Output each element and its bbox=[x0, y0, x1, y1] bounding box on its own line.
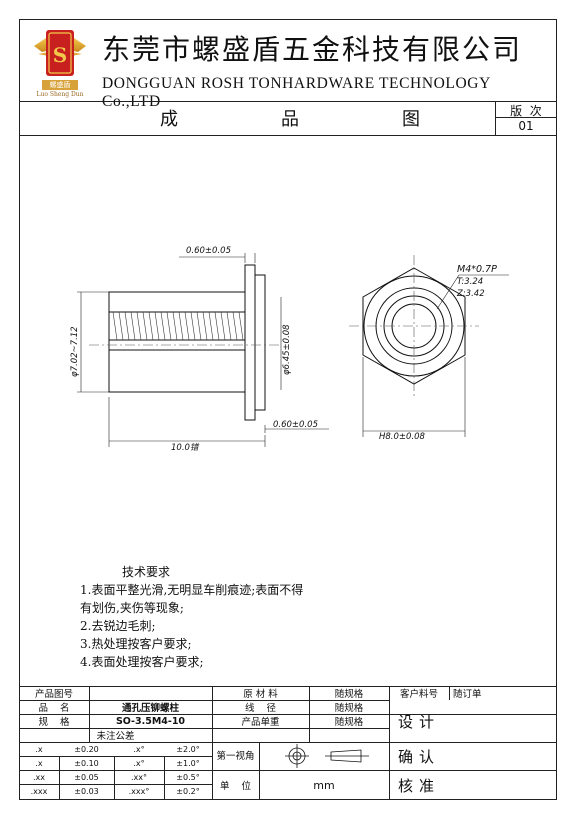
tol-angle-value: ±1.0° bbox=[176, 758, 200, 768]
title-divider bbox=[19, 135, 557, 136]
dim-outer-diameter: φ7.02~7.12 bbox=[70, 326, 80, 377]
dim-hex-width: H8.0±0.08 bbox=[379, 432, 426, 442]
thread-line bbox=[112, 311, 118, 341]
thread-line bbox=[232, 311, 238, 341]
thread-line bbox=[130, 311, 136, 341]
customer-no-value: 随订单 bbox=[453, 689, 482, 700]
technical-notes: 技术要求 1.表面平整光滑,无明显车削痕迹;表面不得 有划伤,夹伤等现象; 2.… bbox=[80, 563, 380, 671]
note-line: 4.表面处理按客户要求; bbox=[80, 655, 204, 669]
tol-angle-value: ±2.0° bbox=[176, 744, 200, 754]
thread-line bbox=[172, 311, 178, 341]
dim-inner-diameter: φ6.45±0.08 bbox=[282, 324, 292, 375]
wire-label: 线 径 bbox=[244, 703, 277, 714]
thread-line bbox=[148, 311, 154, 341]
name-value: 通孔压铆螺柱 bbox=[121, 703, 179, 714]
title-block: 产品图号 品 名 通孔压铆螺柱 规 格 SO-3.5M4-10 未注公差 原 材… bbox=[19, 686, 557, 800]
tol-value: ±0.05 bbox=[74, 772, 99, 782]
unit-label: 单 位 bbox=[219, 781, 252, 792]
material-label: 原 材 料 bbox=[243, 689, 278, 700]
first-angle-projection-icon bbox=[285, 744, 369, 768]
spec-value: SO-3.5M4-10 bbox=[115, 715, 186, 727]
thread-line bbox=[220, 311, 226, 341]
name-label: 品 名 bbox=[38, 703, 70, 714]
technical-drawing: 0.60±0.05 φ7.02~7.12 φ6.45±0.08 0.60±0.0… bbox=[70, 246, 509, 453]
company-name-cn: 东莞市螺盛盾五金科技有限公司 bbox=[102, 33, 523, 66]
thread-z: Z:3.42 bbox=[456, 289, 485, 299]
tol-value: ±0.20 bbox=[74, 744, 99, 754]
thread-line bbox=[238, 311, 244, 341]
unit-value: mm bbox=[313, 778, 335, 792]
logo-brand-text: 螺盛盾 bbox=[42, 80, 78, 90]
sheet-title-char: 成 bbox=[160, 109, 178, 130]
thread-line bbox=[178, 311, 184, 341]
tol-key: .xx bbox=[32, 772, 45, 782]
weight-value: 随规格 bbox=[334, 717, 364, 728]
approve-label: 核准 bbox=[397, 776, 440, 795]
version-label: 版 次 bbox=[510, 104, 542, 118]
sheet-title-char: 图 bbox=[402, 109, 420, 130]
material-value: 随规格 bbox=[334, 689, 364, 700]
tol-angle-key: .xxx° bbox=[128, 786, 150, 796]
thread-line bbox=[184, 311, 190, 341]
tol-angle-key: .x° bbox=[133, 758, 145, 768]
version-divider bbox=[495, 101, 496, 135]
logo-emblem-icon: S bbox=[34, 30, 86, 76]
thread-line bbox=[208, 311, 214, 341]
tol-angle-key: .x° bbox=[133, 744, 145, 754]
sheet-title: 成 品 图 bbox=[160, 105, 420, 131]
note-line: 有划伤,夹伤等现象; bbox=[80, 601, 184, 615]
design-label: 设计 bbox=[397, 712, 440, 731]
svg-text:S: S bbox=[53, 43, 67, 67]
dim-length: 10.0错 bbox=[171, 442, 200, 453]
sheet-title-char: 品 bbox=[281, 109, 299, 130]
note-line: 3.热处理按客户要求; bbox=[80, 637, 192, 651]
thread-line bbox=[124, 311, 130, 341]
thread-line bbox=[190, 311, 196, 341]
standoff-flange bbox=[244, 264, 256, 421]
note-line: 1.表面平整光滑,无明显车削痕迹;表面不得 bbox=[80, 583, 304, 597]
dim-head-thickness: 0.60±0.05 bbox=[273, 420, 318, 430]
wire-value: 随规格 bbox=[334, 703, 364, 714]
tol-value: ±0.10 bbox=[74, 758, 99, 768]
tol-key: .x bbox=[35, 744, 43, 754]
thread-line bbox=[154, 311, 160, 341]
thread-line bbox=[166, 311, 172, 341]
tol-value: ±0.03 bbox=[74, 786, 99, 796]
thread-line bbox=[160, 311, 166, 341]
thread-hatch bbox=[112, 311, 244, 341]
dim-flange-thickness: 0.60±0.05 bbox=[186, 246, 231, 256]
thread-t: T:3.24 bbox=[457, 277, 483, 287]
thread-line bbox=[196, 311, 202, 341]
check-label: 确认 bbox=[397, 747, 440, 766]
thread-line bbox=[202, 311, 208, 341]
thread-line bbox=[226, 311, 232, 341]
thread-line bbox=[214, 311, 220, 341]
header-divider bbox=[19, 101, 557, 102]
company-logo: S 螺盛盾 Luo Sheng Dun bbox=[28, 24, 92, 100]
tol-angle-value: ±0.2° bbox=[176, 786, 200, 796]
tolerance-label: 未注公差 bbox=[96, 731, 135, 742]
tol-angle-value: ±0.5° bbox=[176, 772, 200, 782]
customer-no-label: 客户料号 bbox=[399, 689, 438, 700]
weight-label: 产品单重 bbox=[241, 717, 280, 728]
version-value: 01 bbox=[518, 119, 534, 133]
tol-angle-key: .xx° bbox=[130, 772, 147, 782]
logo-pinyin: Luo Sheng Dun bbox=[36, 91, 84, 98]
spec-label: 规 格 bbox=[38, 717, 70, 728]
thread-line bbox=[136, 311, 142, 341]
product-no-label: 产品图号 bbox=[34, 689, 73, 700]
projection-label: 第一视角 bbox=[216, 750, 255, 762]
version-row-divider bbox=[495, 117, 557, 118]
tol-key: .x bbox=[35, 758, 43, 768]
thread-line bbox=[118, 311, 124, 341]
standoff-body bbox=[108, 291, 246, 393]
tol-key: .xxx bbox=[30, 786, 48, 796]
product-no-value bbox=[89, 686, 212, 700]
note-line: 2.去锐边毛刺; bbox=[80, 619, 156, 633]
drawing-frame bbox=[19, 19, 557, 800]
thread-line bbox=[142, 311, 148, 341]
notes-heading: 技术要求 bbox=[122, 565, 171, 579]
thread-spec: M4*0.7P bbox=[457, 264, 497, 275]
